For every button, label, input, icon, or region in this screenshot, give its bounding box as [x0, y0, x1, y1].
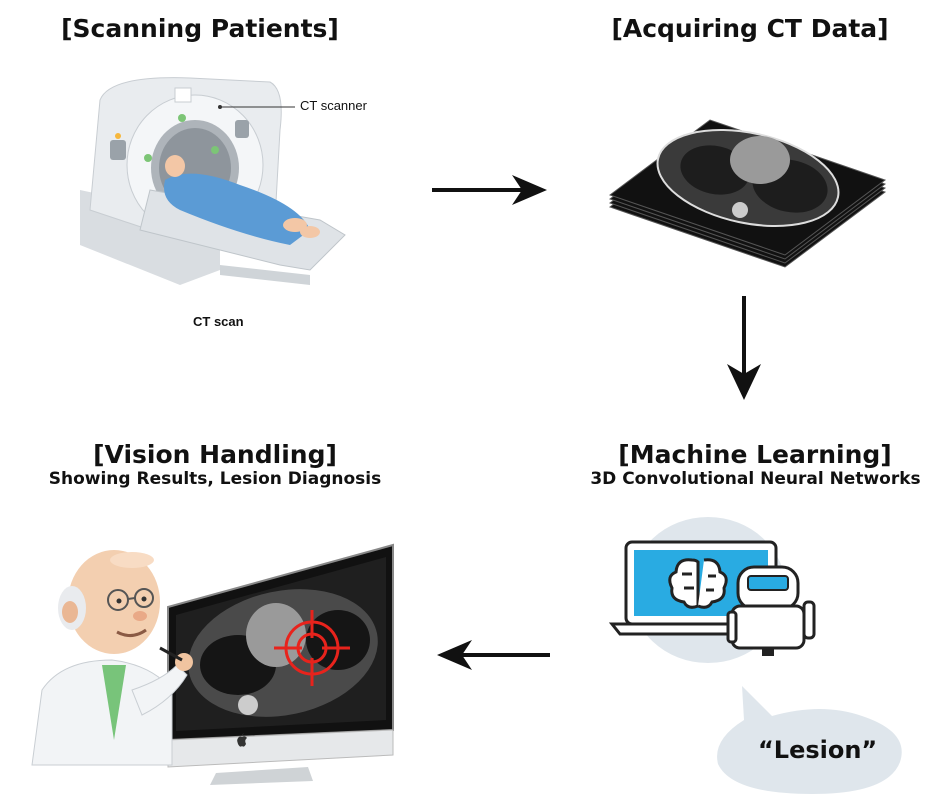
arrow-left — [437, 640, 550, 670]
monitor-icon — [167, 543, 394, 785]
ml-subtitle: 3D Convolutional Neural Networks — [590, 469, 921, 489]
speech-text: “Lesion” — [758, 736, 878, 764]
ct-scanner-label: CT scanner — [300, 98, 367, 113]
vision-title: [Vision Handling] — [93, 440, 337, 469]
ml-title: [Machine Learning] — [618, 440, 892, 469]
acquiring-title: [Acquiring CT Data] — [611, 14, 889, 43]
apple-logo-icon — [237, 733, 247, 747]
arrow-right — [432, 175, 547, 205]
crosshair-icon — [274, 610, 350, 686]
vision-subtitle: Showing Results, Lesion Diagnosis — [48, 469, 382, 489]
ct-scanner-icon — [80, 77, 346, 285]
ct-scan-caption: CT scan — [193, 314, 244, 329]
scanning-title: [Scanning Patients] — [61, 14, 339, 43]
arrow-down — [727, 296, 761, 400]
ct-slices-icon — [608, 119, 887, 268]
doctor-icon — [31, 550, 193, 766]
robot-icon — [726, 565, 816, 656]
speech-bubble — [717, 686, 902, 794]
